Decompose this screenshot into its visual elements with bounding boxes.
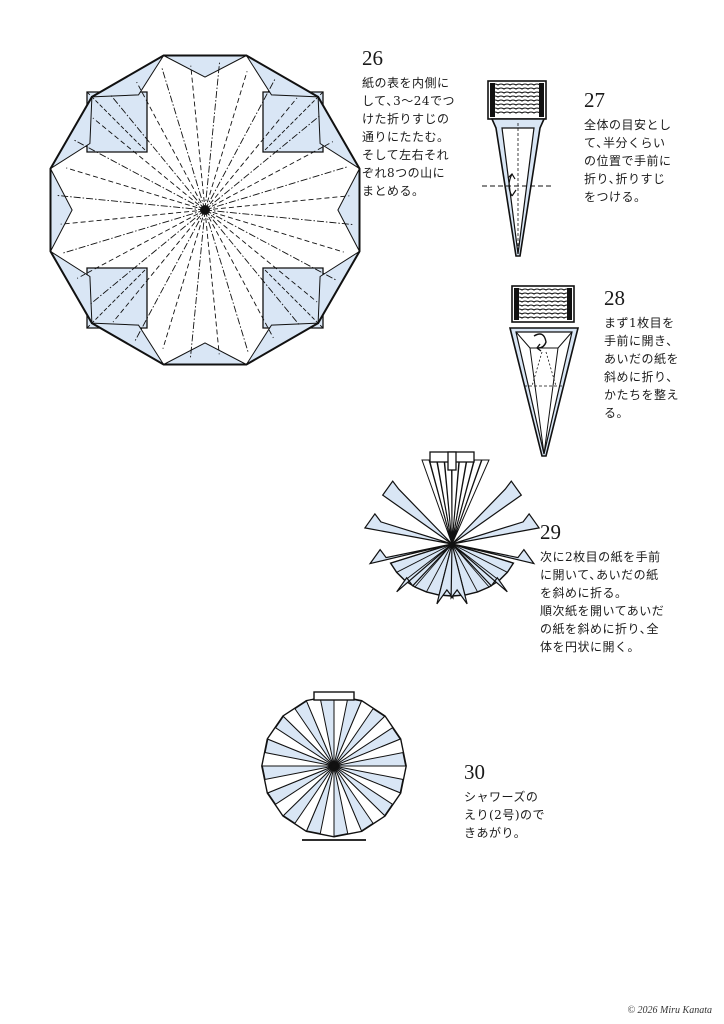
step-26-figure <box>40 45 370 375</box>
step-26-instruction: 紙の表を内側に して､3〜24でつ けた折りすじの 通りにたたむ。 そして左右そ… <box>362 74 455 200</box>
step-28: 28 まず1枚目を 手前に開き､ あいだの紙を 斜めに折り､ かたちを整え る。 <box>604 286 679 422</box>
step-26-number: 26 <box>362 46 455 70</box>
step-27-instruction: 全体の目安とし て､半分くらい の位置で手前に 折り､折りすじ をつける。 <box>584 116 672 206</box>
copyright-notice: © 2026 Miru Kanata <box>627 1005 712 1016</box>
step-29: 29 次に2枚目の紙を手前 に開いて､あいだの紙 を斜めに折る。 順次紙を開いて… <box>540 520 664 656</box>
step-30-instruction: シャワーズの えり(2号)ので きあがり。 <box>464 788 545 842</box>
pleat-bundle <box>512 286 574 322</box>
step-30-figure <box>254 690 420 850</box>
pleat-bundle <box>488 81 546 119</box>
step-29-number: 29 <box>540 520 664 544</box>
top-notch <box>314 692 354 700</box>
center-point <box>201 206 209 214</box>
step-30: 30 シャワーズの えり(2号)ので きあがり。 <box>464 760 545 842</box>
step-29-instruction: 次に2枚目の紙を手前 に開いて､あいだの紙 を斜めに折る。 順次紙を開いてあいだ… <box>540 548 664 656</box>
step-27-figure <box>478 78 558 260</box>
step-29-figure <box>372 448 532 600</box>
center-point <box>450 542 454 546</box>
step-30-number: 30 <box>464 760 545 784</box>
step-27: 27 全体の目安とし て､半分くらい の位置で手前に 折り､折りすじ をつける。 <box>584 88 672 206</box>
side-spike <box>452 514 539 544</box>
step-28-instruction: まず1枚目を 手前に開き､ あいだの紙を 斜めに折り､ かたちを整え る。 <box>604 314 679 422</box>
step-27-number: 27 <box>584 88 672 112</box>
step-28-number: 28 <box>604 286 679 310</box>
step-28-figure <box>502 282 586 460</box>
side-spike <box>365 514 452 544</box>
center-point <box>332 764 337 769</box>
step-26: 26 紙の表を内側に して､3〜24でつ けた折りすじの 通りにたたむ。 そして… <box>362 46 455 200</box>
